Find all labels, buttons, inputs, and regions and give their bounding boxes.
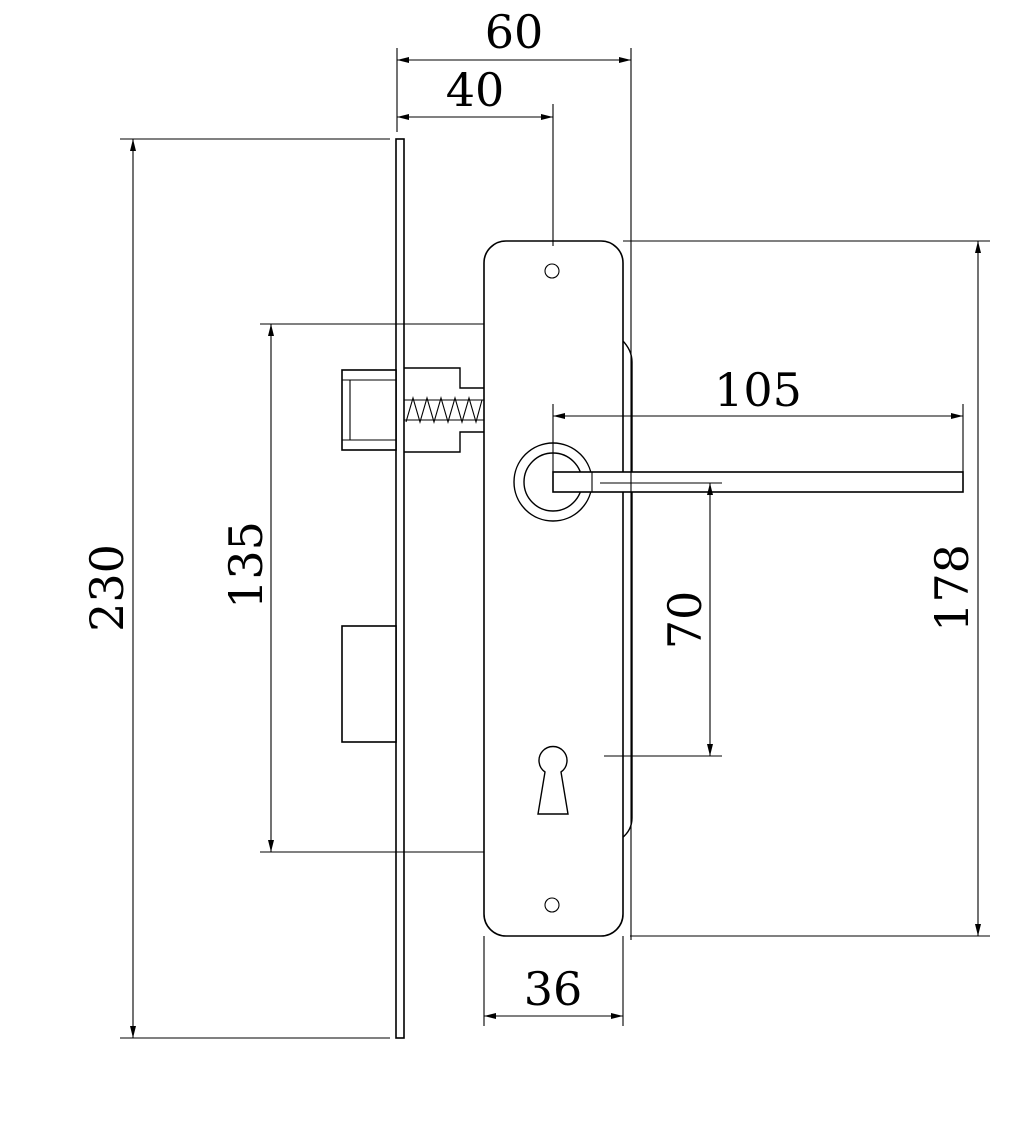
dimension-105: 105 xyxy=(552,363,964,472)
latch-bolt xyxy=(341,369,397,451)
lock-case-outline xyxy=(404,323,484,853)
bottom-screw-hole xyxy=(544,897,560,913)
dimension-178-label: 178 xyxy=(925,544,979,632)
dimension-36: 36 xyxy=(483,936,624,1026)
faceplate xyxy=(395,138,405,1039)
lever-handle xyxy=(552,471,964,493)
dead-bolt xyxy=(341,625,397,743)
dimension-230: 230 xyxy=(80,138,390,1039)
dimension-60: 60 xyxy=(396,5,632,940)
keyhole xyxy=(537,745,569,815)
dimension-178: 178 xyxy=(623,240,990,937)
dimension-60-label: 60 xyxy=(485,5,544,59)
top-screw-hole xyxy=(544,263,560,279)
dimension-230-label: 230 xyxy=(80,544,134,632)
dimension-135-label: 135 xyxy=(219,521,273,609)
backplate xyxy=(483,240,633,937)
dimension-40: 40 xyxy=(397,63,554,246)
dimension-70: 70 xyxy=(600,482,722,757)
dimension-105-label: 105 xyxy=(714,363,802,417)
latch-spring-housing xyxy=(404,367,484,453)
dimension-36-label: 36 xyxy=(524,962,583,1016)
dimension-40-label: 40 xyxy=(446,63,505,117)
dimension-70-label: 70 xyxy=(658,591,712,650)
dimension-135: 135 xyxy=(219,323,404,853)
